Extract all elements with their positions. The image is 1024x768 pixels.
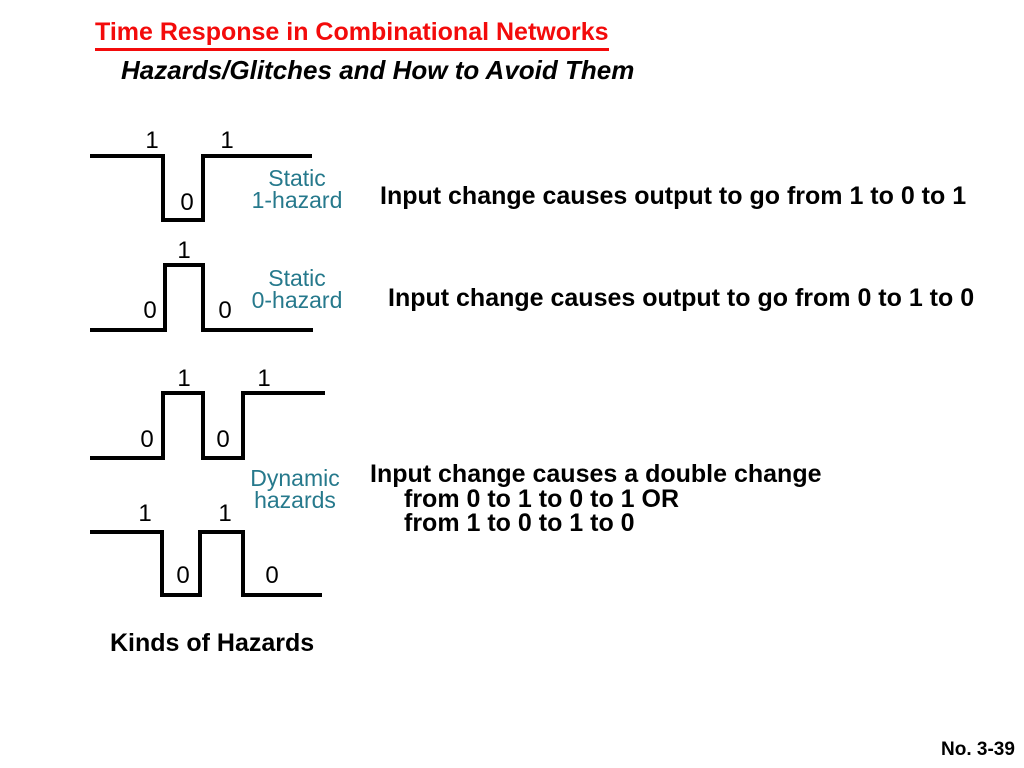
level-label: 0 (218, 297, 232, 324)
level-label: 1 (145, 127, 159, 154)
page-number: No. 3-39 (941, 739, 1015, 760)
level-label: 1 (220, 127, 234, 154)
dynamic-hazard-0101-waveform (90, 391, 325, 460)
level-label: 0 (176, 562, 190, 589)
static-0-hazard-label-line1: Static (268, 265, 326, 291)
level-label: 0 (216, 426, 230, 453)
static-0-hazard-label-line2: 0-hazard (251, 287, 343, 313)
static-1-hazard-label: Static 1-hazard (231, 165, 363, 213)
kinds-of-hazards-caption: Kinds of Hazards (110, 629, 315, 657)
dynamic-hazards-label: Dynamic hazards (229, 465, 361, 513)
level-label: 1 (177, 237, 191, 264)
static-0-hazard-waveform (90, 263, 313, 332)
page-title: Time Response in Combinational Networks (95, 18, 609, 51)
description-dynamic-line2: from 0 to 1 to 0 to 1 OR (404, 484, 680, 513)
description-dynamic-line3: from 1 to 0 to 1 to 0 (404, 509, 635, 537)
level-label: 1 (218, 500, 232, 527)
level-label: 1 (138, 500, 152, 527)
static-1-hazard-label-line2: 1-hazard (251, 187, 343, 213)
level-label: 0 (180, 189, 194, 216)
dynamic-hazard-1010-waveform (90, 530, 322, 597)
level-label: 0 (140, 426, 154, 453)
static-1-hazard-waveform (90, 154, 312, 222)
level-label: 0 (143, 297, 157, 324)
dynamic-hazards-label-line2: hazards (254, 487, 336, 513)
static-1-hazard-label-line1: Static (268, 165, 326, 191)
description-dynamic-line1: Input change causes a double change (370, 460, 822, 488)
page-subtitle: Hazards/Glitches and How to Avoid Them (121, 55, 635, 85)
level-label: 1 (177, 365, 191, 392)
level-label: 0 (265, 562, 279, 589)
description-static-1-hazard: Input change causes output to go from 1 … (380, 182, 967, 210)
dynamic-hazards-label-line1: Dynamic (250, 465, 340, 491)
description-static-0-hazard: Input change causes output to go from 0 … (388, 284, 975, 312)
description-dynamic-hazards: Input change causes a double change from… (370, 462, 822, 536)
static-0-hazard-label: Static 0-hazard (231, 265, 363, 313)
level-label: 1 (257, 365, 271, 392)
